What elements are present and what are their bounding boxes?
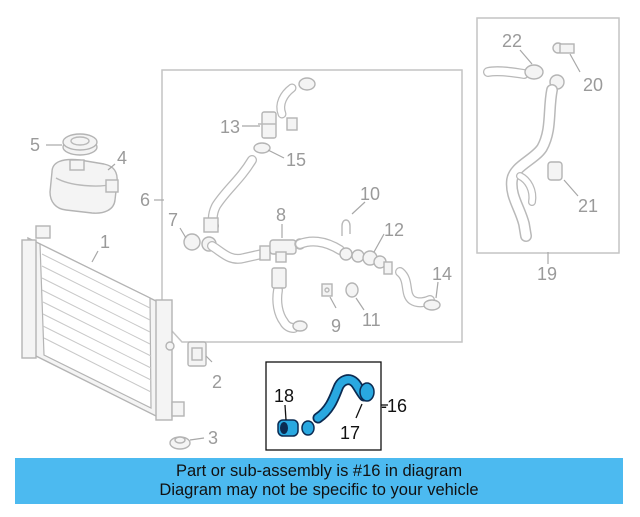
banner-line-1: Part or sub-assembly is #16 in diagram	[175, 462, 463, 480]
info-banner: Part or sub-assembly is #16 in diagram D…	[15, 458, 623, 504]
radiator	[21, 225, 185, 421]
callout-4: 4	[117, 148, 127, 168]
callout-9: 9	[331, 316, 341, 336]
clamp-part-17	[301, 382, 375, 436]
callout-6: 6	[140, 190, 150, 210]
hoses-group-19	[483, 42, 575, 242]
grommet-part-3	[169, 436, 191, 450]
callout-8: 8	[276, 205, 286, 225]
callout-21: 21	[578, 196, 598, 216]
leader-lines	[46, 49, 581, 441]
connector-part-18	[277, 419, 299, 437]
expansion-tank	[49, 158, 119, 214]
bracket-part-2	[187, 341, 207, 367]
callout-2: 2	[212, 372, 222, 392]
callout-18: 18	[274, 386, 294, 406]
callout-7: 7	[168, 210, 178, 230]
callout-3: 3	[208, 428, 218, 448]
callout-10: 10	[360, 184, 380, 204]
callout-1: 1	[100, 232, 110, 252]
callout-11: 11	[362, 310, 381, 330]
callout-16: -16	[381, 396, 407, 416]
hoses-group-6	[183, 77, 441, 333]
callout-20: 20	[583, 75, 603, 95]
callout-5: 5	[30, 135, 40, 155]
banner-line-2: Diagram may not be specific to your vehi…	[159, 481, 479, 499]
reservoir-cap	[62, 133, 98, 156]
callout-19: 19	[537, 264, 557, 284]
callout-13: 13	[220, 117, 240, 137]
callout-14: 14	[432, 264, 452, 284]
callout-17: 17	[340, 423, 360, 443]
callout-15: 15	[286, 150, 306, 170]
callout-12: 12	[384, 220, 404, 240]
callout-labels: 1 2 3 4 5 6 7 8 9 10 11 12 13 14 15 -16 …	[30, 31, 603, 448]
callout-22: 22	[502, 31, 522, 51]
highlighted-hose-assembly	[277, 374, 375, 437]
